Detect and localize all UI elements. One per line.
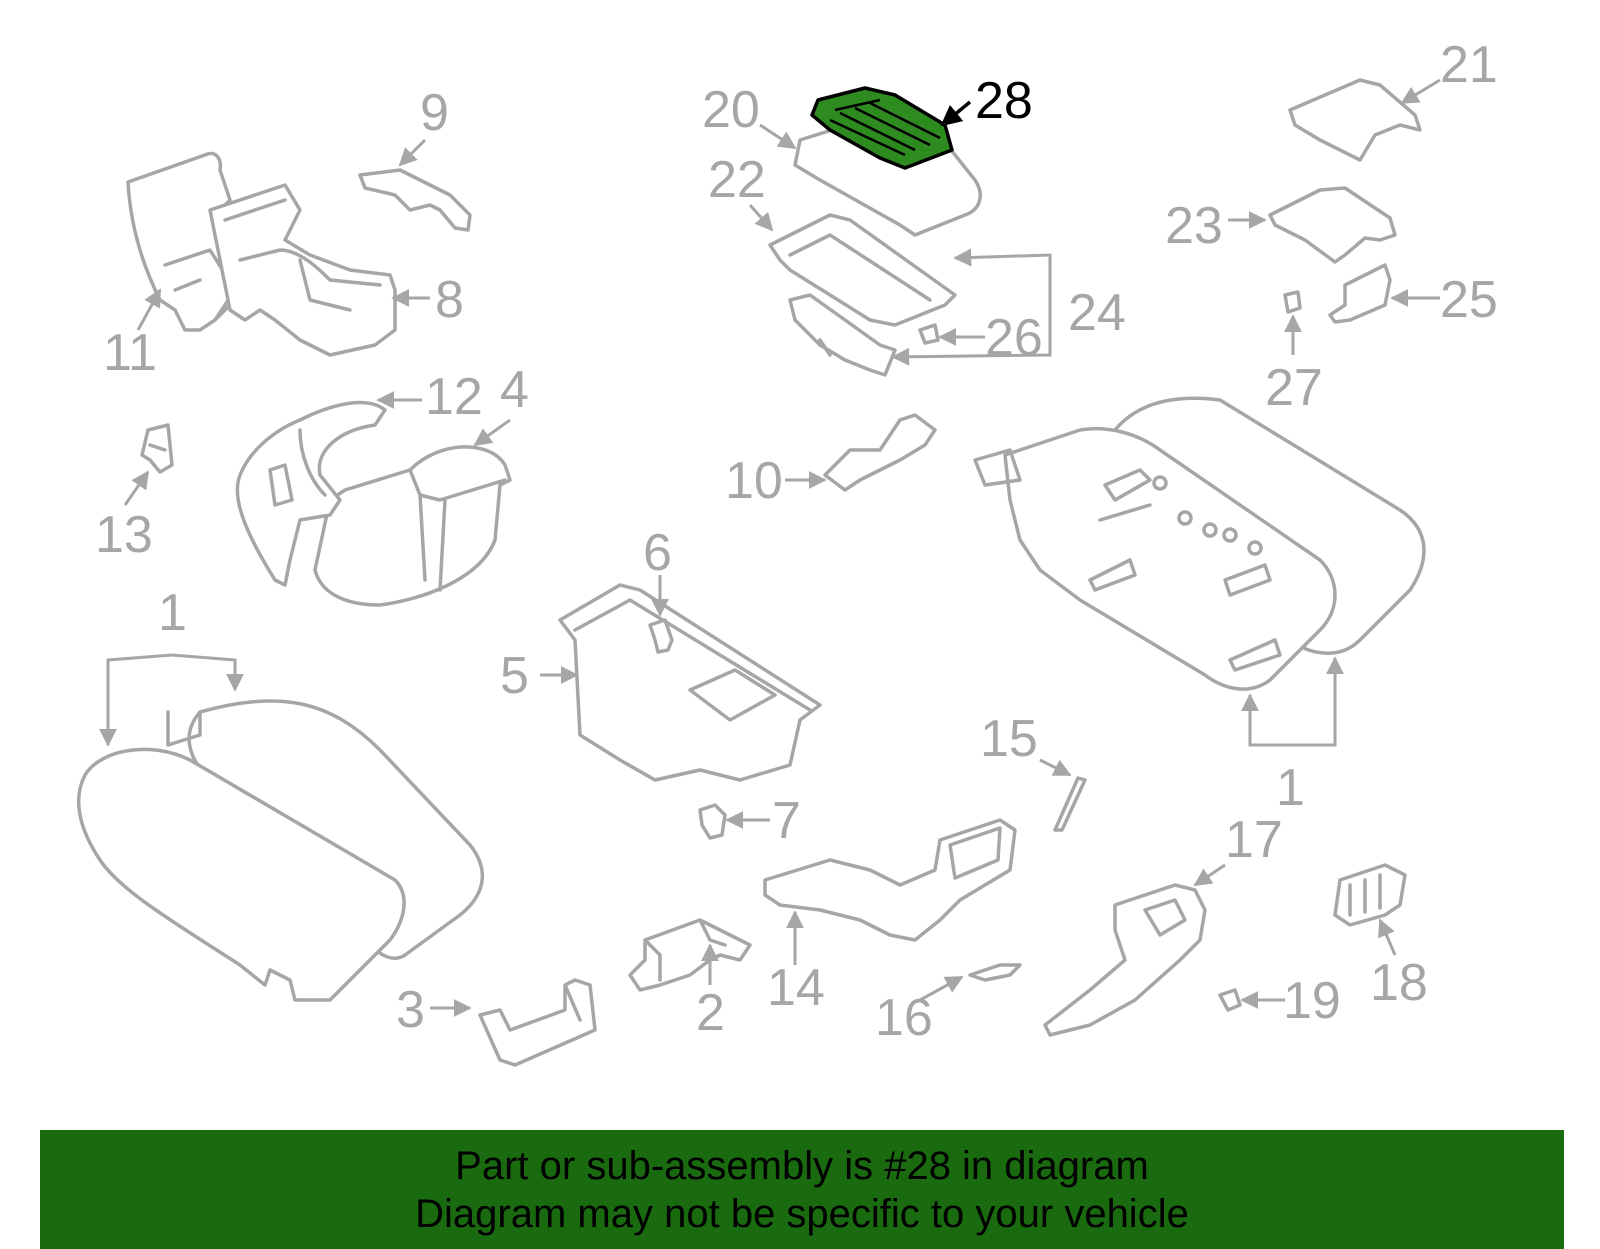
callout-7: 7 — [772, 792, 801, 850]
callout-1-left: 1 — [158, 584, 187, 642]
callout-5: 5 — [500, 647, 529, 705]
callout-1-right: 1 — [1276, 759, 1305, 817]
banner-line-disclaimer: Diagram may not be specific to your vehi… — [415, 1192, 1189, 1236]
part-14-air-duct — [763, 818, 1017, 942]
part-4-cup-holder — [313, 445, 512, 607]
callout-20: 20 — [702, 81, 760, 139]
callout-10: 10 — [725, 452, 783, 510]
part-13-clip — [140, 423, 174, 474]
part-26-screw — [918, 323, 940, 345]
part-17-trim — [1043, 883, 1207, 1037]
callout-24: 24 — [1068, 284, 1126, 342]
callout-9: 9 — [420, 84, 449, 142]
part-10-bracket — [823, 413, 937, 492]
part-21-cover — [1288, 78, 1422, 162]
callout-14: 14 — [767, 959, 825, 1017]
callout-6: 6 — [643, 524, 672, 582]
callout-17: 17 — [1225, 811, 1283, 869]
part-3-bracket — [478, 978, 597, 1067]
part-16-clip — [968, 963, 1022, 982]
callout-27: 27 — [1265, 359, 1323, 417]
callout-15: 15 — [980, 710, 1038, 768]
part-23-bracket — [1268, 186, 1397, 264]
callout-16: 16 — [875, 989, 933, 1047]
part-18-vent — [1333, 863, 1407, 927]
callout-18: 18 — [1370, 954, 1428, 1012]
callout-13: 13 — [95, 506, 153, 564]
part-9-strip — [358, 168, 472, 232]
callout-26: 26 — [985, 309, 1043, 367]
callout-4: 4 — [500, 361, 529, 419]
callout-12: 12 — [425, 368, 483, 426]
part-28-armrest-pad-highlighted — [810, 86, 954, 170]
info-banner: Part or sub-assembly is #28 in diagram D… — [40, 1130, 1564, 1249]
callout-21: 21 — [1440, 36, 1498, 94]
callout-11: 11 — [103, 324, 157, 382]
part-12-bezel — [235, 400, 387, 587]
part-8-console-top — [208, 183, 397, 357]
callout-3: 3 — [396, 981, 425, 1039]
parts-diagram: 1 1 2 3 4 5 6 7 8 9 10 11 12 13 14 15 16… — [76, 36, 1498, 1067]
part-15-pin — [1053, 776, 1087, 832]
part-5-storage-bin — [558, 583, 822, 782]
part-25-clip — [1328, 263, 1392, 324]
callout-19: 19 — [1283, 972, 1341, 1030]
banner-line-part: Part or sub-assembly is #28 in diagram — [455, 1144, 1149, 1188]
callout-23: 23 — [1165, 197, 1223, 255]
part-1-left-cushion — [76, 699, 485, 1002]
callout-8: 8 — [435, 271, 464, 329]
callout-25: 25 — [1440, 271, 1498, 329]
leader-lines — [99, 78, 1441, 1017]
part-7-cap — [698, 803, 727, 840]
part-24-bracket — [788, 293, 897, 377]
callout-labels: 1 1 2 3 4 5 6 7 8 9 10 11 12 13 14 15 16… — [95, 36, 1498, 1047]
part-27-fastener — [1283, 290, 1302, 314]
callout-28-highlighted: 28 — [975, 72, 1033, 130]
part-1-right-seatback — [973, 396, 1426, 691]
callout-22: 22 — [708, 151, 766, 209]
part-2-bracket — [628, 918, 752, 992]
part-11-console-panel — [126, 151, 237, 332]
part-6-fastener — [648, 618, 674, 654]
part-19-clip — [1218, 988, 1242, 1012]
callout-2: 2 — [696, 984, 725, 1042]
part-22-plate — [768, 213, 957, 327]
